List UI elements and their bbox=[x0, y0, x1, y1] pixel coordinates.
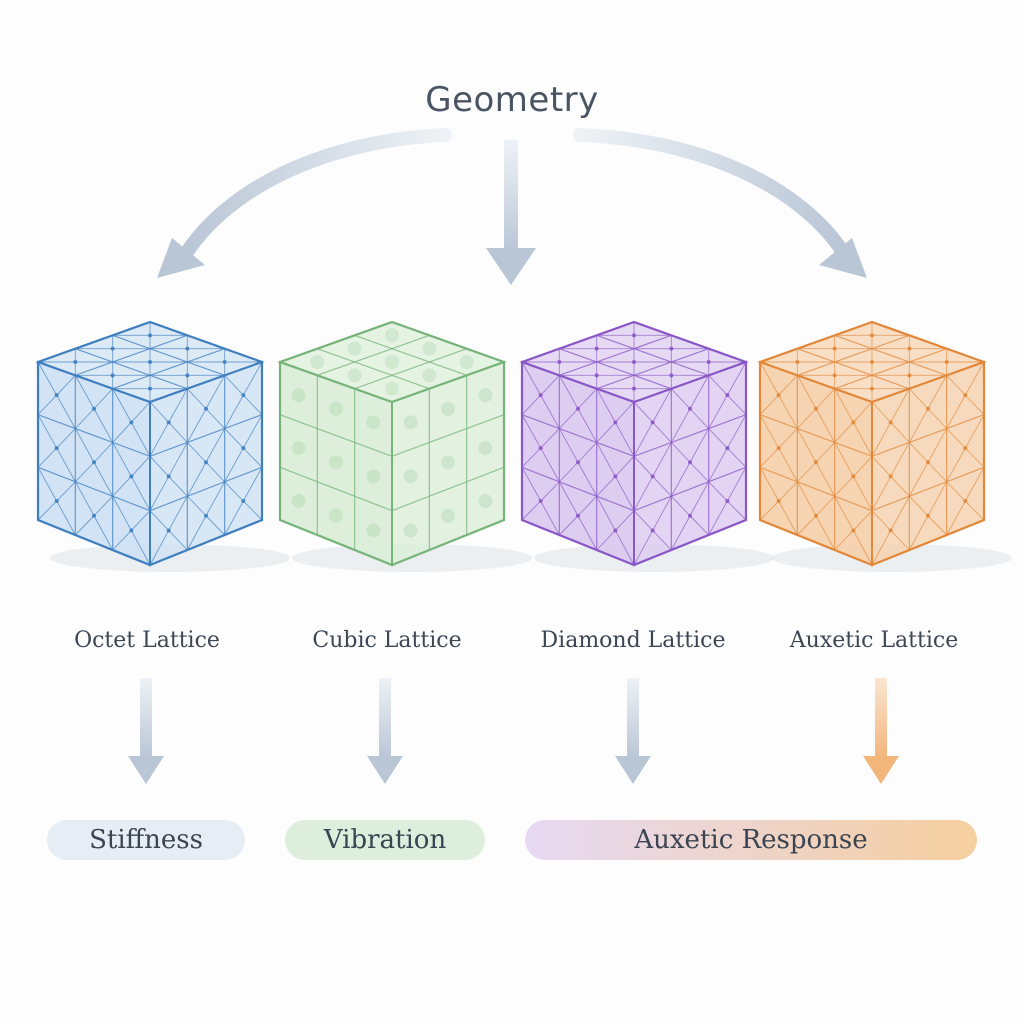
arrowhead-center bbox=[486, 248, 536, 285]
diagram-title: Geometry bbox=[425, 80, 599, 120]
arc-arrow-left bbox=[178, 128, 452, 262]
cube-strut-lines bbox=[521, 322, 747, 566]
cube-outline bbox=[520, 320, 748, 567]
lattice-cube-octet bbox=[35, 320, 290, 572]
arrow-auxetic-shaft bbox=[875, 678, 887, 758]
arrow-octet-shaft bbox=[140, 678, 152, 758]
arrowhead-right bbox=[819, 238, 867, 278]
arrowhead-diamond bbox=[615, 756, 651, 784]
lattice-cube-diamond bbox=[519, 320, 774, 572]
label-diamond-lattice: Diamond Lattice bbox=[540, 628, 726, 653]
arrowhead-cubic bbox=[367, 756, 403, 784]
arrow-diamond-shaft bbox=[627, 678, 639, 758]
pill-vibration-label: Vibration bbox=[323, 825, 447, 855]
arrowhead-auxetic bbox=[863, 756, 899, 784]
pill-stiffness-label: Stiffness bbox=[89, 825, 203, 855]
cube-outline bbox=[278, 320, 506, 567]
cube-strut-lines bbox=[279, 328, 505, 550]
label-cubic-lattice: Cubic Lattice bbox=[312, 628, 462, 653]
cube-strut-lines bbox=[759, 322, 985, 566]
arrow-center-shaft bbox=[504, 140, 518, 252]
label-octet-lattice: Octet Lattice bbox=[74, 628, 220, 653]
arc-arrow-right bbox=[573, 128, 852, 262]
cube-strut-lines bbox=[37, 322, 263, 566]
lattice-cube-auxetic bbox=[757, 320, 1012, 572]
pill-stiffness: Stiffness bbox=[47, 820, 245, 860]
pill-auxetic-response: Auxetic Response bbox=[525, 820, 977, 860]
arrowhead-octet bbox=[128, 756, 164, 784]
lattice-cube-cubic bbox=[277, 320, 532, 572]
pill-vibration: Vibration bbox=[285, 820, 485, 860]
arrow-cubic-shaft bbox=[379, 678, 391, 758]
cube-outline bbox=[758, 320, 986, 567]
cube-outline bbox=[36, 320, 264, 567]
label-auxetic-lattice: Auxetic Lattice bbox=[789, 628, 959, 653]
arrowhead-left bbox=[157, 238, 205, 278]
pill-auxetic-response-label: Auxetic Response bbox=[634, 825, 868, 855]
